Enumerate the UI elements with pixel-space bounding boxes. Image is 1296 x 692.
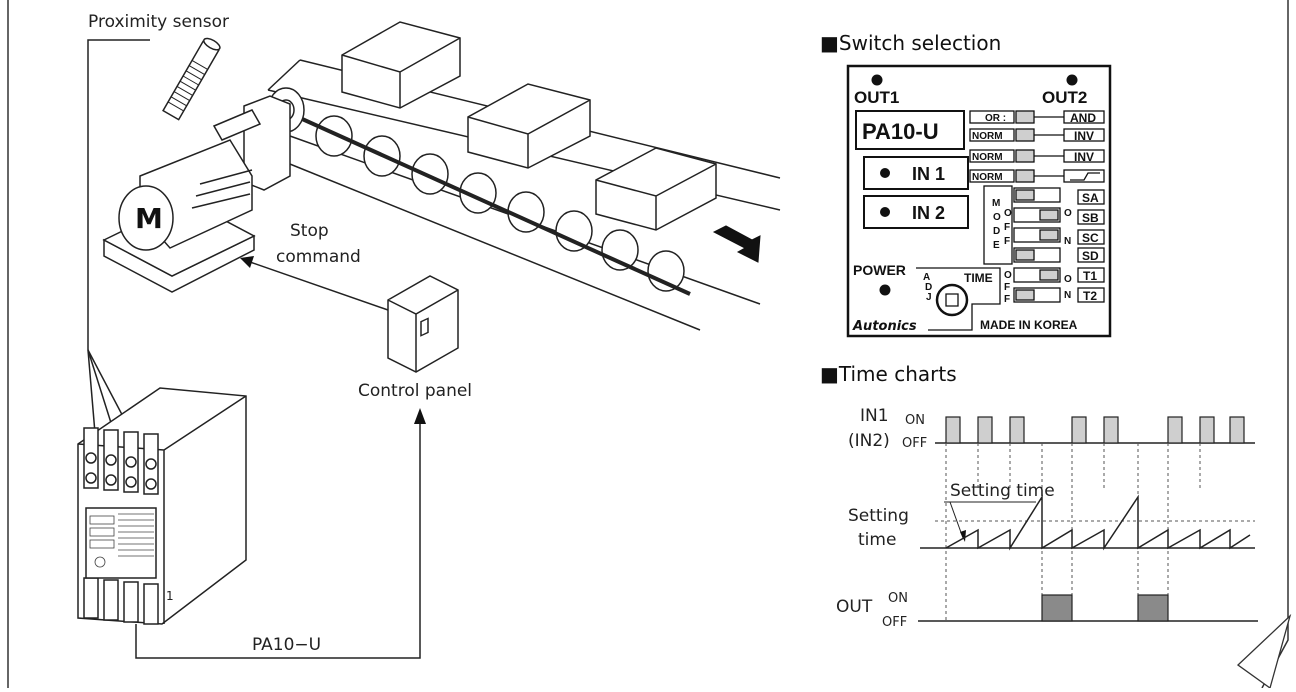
mode-sd: SD — [1082, 249, 1099, 263]
time-charts-heading: ■Time charts — [820, 362, 957, 386]
in2-label: IN 2 — [912, 203, 945, 223]
stop-command-label-1: Stop — [290, 221, 329, 241]
in-label-2: (IN2) — [848, 431, 890, 451]
out1-label: OUT1 — [854, 88, 899, 107]
setting-time-callout: Setting time — [950, 481, 1055, 501]
svg-text:E: E — [993, 240, 1000, 251]
dip-row-3-left: NORM — [972, 152, 1003, 163]
conveyor-direction-arrow — [714, 226, 760, 262]
svg-text:F: F — [1004, 294, 1010, 305]
svg-text:F: F — [1004, 222, 1010, 233]
setting-time-label-1: Setting — [848, 506, 909, 526]
svg-text:O: O — [993, 212, 1001, 223]
out-off-label: OFF — [882, 615, 907, 630]
model-label: PA10−U — [252, 635, 321, 655]
dip-row-3-right: INV — [1074, 150, 1094, 164]
svg-text:O: O — [1004, 270, 1012, 281]
dip-row-1-left: OR : — [985, 113, 1006, 124]
chart-guides — [935, 443, 1255, 622]
svg-text:M: M — [992, 198, 1000, 209]
switch-selection-heading: ■Switch selection — [820, 31, 1001, 55]
out2-label: OUT2 — [1042, 88, 1087, 107]
mode-sa: SA — [1082, 191, 1099, 205]
svg-text:F: F — [1004, 236, 1010, 247]
mode-sb: SB — [1082, 211, 1099, 225]
svg-text:O: O — [1004, 208, 1012, 219]
input-signal-chart — [935, 417, 1255, 443]
time-label: TIME — [964, 271, 993, 285]
made-in-label: MADE IN KOREA — [980, 318, 1078, 332]
svg-text:J: J — [926, 292, 932, 303]
svg-text:D: D — [993, 226, 1000, 237]
in-label-1: IN1 — [860, 406, 889, 426]
dip-row-2-left: NORM — [972, 131, 1003, 142]
stop-command-label-2: command — [276, 247, 361, 267]
out-on-label: ON — [888, 591, 908, 606]
svg-text:O: O — [1064, 274, 1072, 285]
time-t1: T1 — [1083, 269, 1097, 283]
panel-model-label: PA10-U — [862, 119, 939, 144]
dip-row-2-right: INV — [1074, 129, 1094, 143]
svg-text:N: N — [1064, 236, 1071, 247]
dip-row-1-right: AND — [1070, 111, 1096, 125]
switch-panel: OUT1 OUT2 PA10-U IN 1 IN 2 OR : AND NORM… — [848, 66, 1110, 336]
motor-label: M — [135, 202, 163, 235]
control-panel-label: Control panel — [358, 381, 472, 401]
proximity-sensor-label: Proximity sensor — [88, 12, 229, 32]
power-label: POWER — [853, 262, 906, 278]
proximity-sensor — [163, 36, 222, 119]
setting-time-label-2: time — [858, 530, 896, 550]
output-signal-chart — [918, 595, 1258, 621]
svg-text:F: F — [1004, 282, 1010, 293]
svg-text:1: 1 — [166, 589, 174, 603]
in-off-label: OFF — [902, 436, 927, 451]
mode-sc: SC — [1082, 231, 1099, 245]
time-t2: T2 — [1083, 289, 1097, 303]
stop-command-arrow — [250, 262, 388, 310]
brand-label: Autonics — [852, 319, 917, 334]
svg-text:O: O — [1064, 208, 1072, 219]
out-label: OUT — [836, 597, 873, 617]
in1-label: IN 1 — [912, 164, 945, 184]
svg-text:N: N — [1064, 290, 1071, 301]
control-panel — [388, 276, 458, 372]
dip-row-4-left: NORM — [972, 172, 1003, 183]
pa10-u-unit — [78, 388, 246, 624]
in-on-label: ON — [905, 413, 925, 428]
timer-ramp-chart — [920, 497, 1255, 548]
